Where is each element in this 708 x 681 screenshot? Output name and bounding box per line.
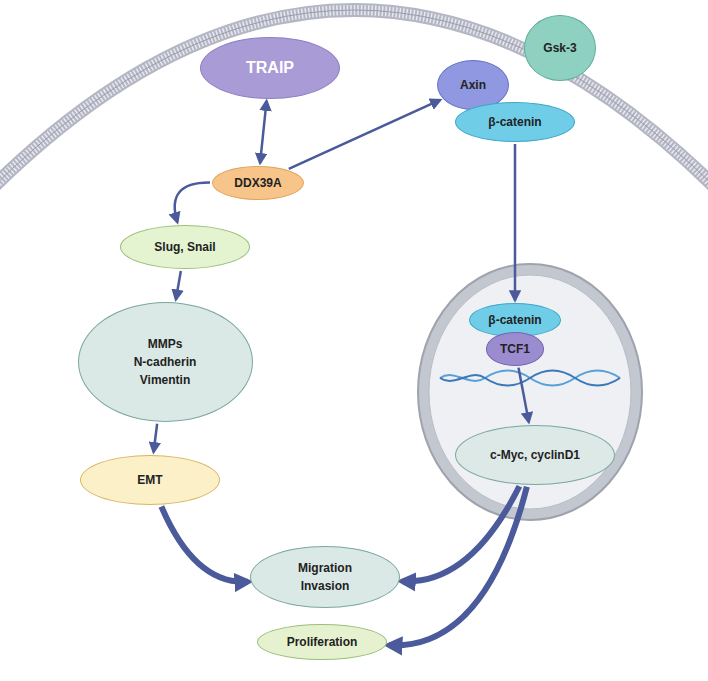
protein-blob: β-catenin: [455, 102, 575, 142]
membrane-heads: [0, 10, 708, 190]
nucleus-inner: [429, 275, 631, 509]
arrow-connector: [176, 271, 181, 300]
node-label: Vimentin: [140, 371, 190, 389]
arrow-connector: [260, 101, 266, 163]
arrow-connector: [519, 368, 529, 422]
process-ellipse: EMT: [80, 455, 220, 505]
arrow-connector: [402, 486, 519, 581]
node-label: Migration: [298, 559, 352, 577]
outcome-ellipse: Proliferation: [257, 624, 387, 660]
node-label: DDX39A: [234, 174, 281, 192]
node-label: Axin: [460, 76, 486, 94]
arrow-connector: [161, 507, 247, 582]
nucleus-envelope: [418, 264, 642, 520]
node-label: TCF1: [500, 340, 530, 358]
arrow-connector: [514, 144, 517, 300]
dna-strand: [440, 371, 620, 386]
node-label: MMPs: [148, 335, 183, 353]
node-label: c-Myc, cyclinD1: [490, 446, 580, 464]
node-label: EMT: [137, 471, 162, 489]
arrow-connector: [175, 182, 210, 222]
node-label: Slug, Snail: [154, 238, 215, 256]
arrow-connector: [289, 100, 440, 169]
node-label: Invasion: [301, 577, 350, 595]
dna-strand: [440, 371, 620, 386]
protein-cloud: TRAIP: [200, 37, 340, 99]
arrow-connector: [154, 424, 158, 452]
cell-membrane: [0, 10, 708, 190]
node-label: Proliferation: [287, 633, 358, 651]
target-ellipse: c-Myc, cyclinD1: [455, 425, 615, 485]
node-label: β-catenin: [488, 311, 541, 329]
node-label: TRAIP: [246, 56, 294, 80]
outcome-ellipse: MigrationInvasion: [250, 546, 400, 608]
membrane-core: [0, 10, 708, 190]
factor-ellipse: Slug, Snail: [120, 225, 250, 269]
node-label: Gsk-3: [543, 39, 576, 57]
arrow-connector: [389, 487, 527, 646]
protein-blob: Gsk-3: [524, 15, 596, 81]
node-label: N-cadherin: [134, 353, 197, 371]
protein-blob: TCF1: [486, 332, 545, 366]
node-label: β-catenin: [488, 113, 541, 131]
protein-blob: DDX39A: [212, 166, 304, 200]
marker-ellipse: MMPsN-cadherinVimentin: [78, 302, 253, 422]
